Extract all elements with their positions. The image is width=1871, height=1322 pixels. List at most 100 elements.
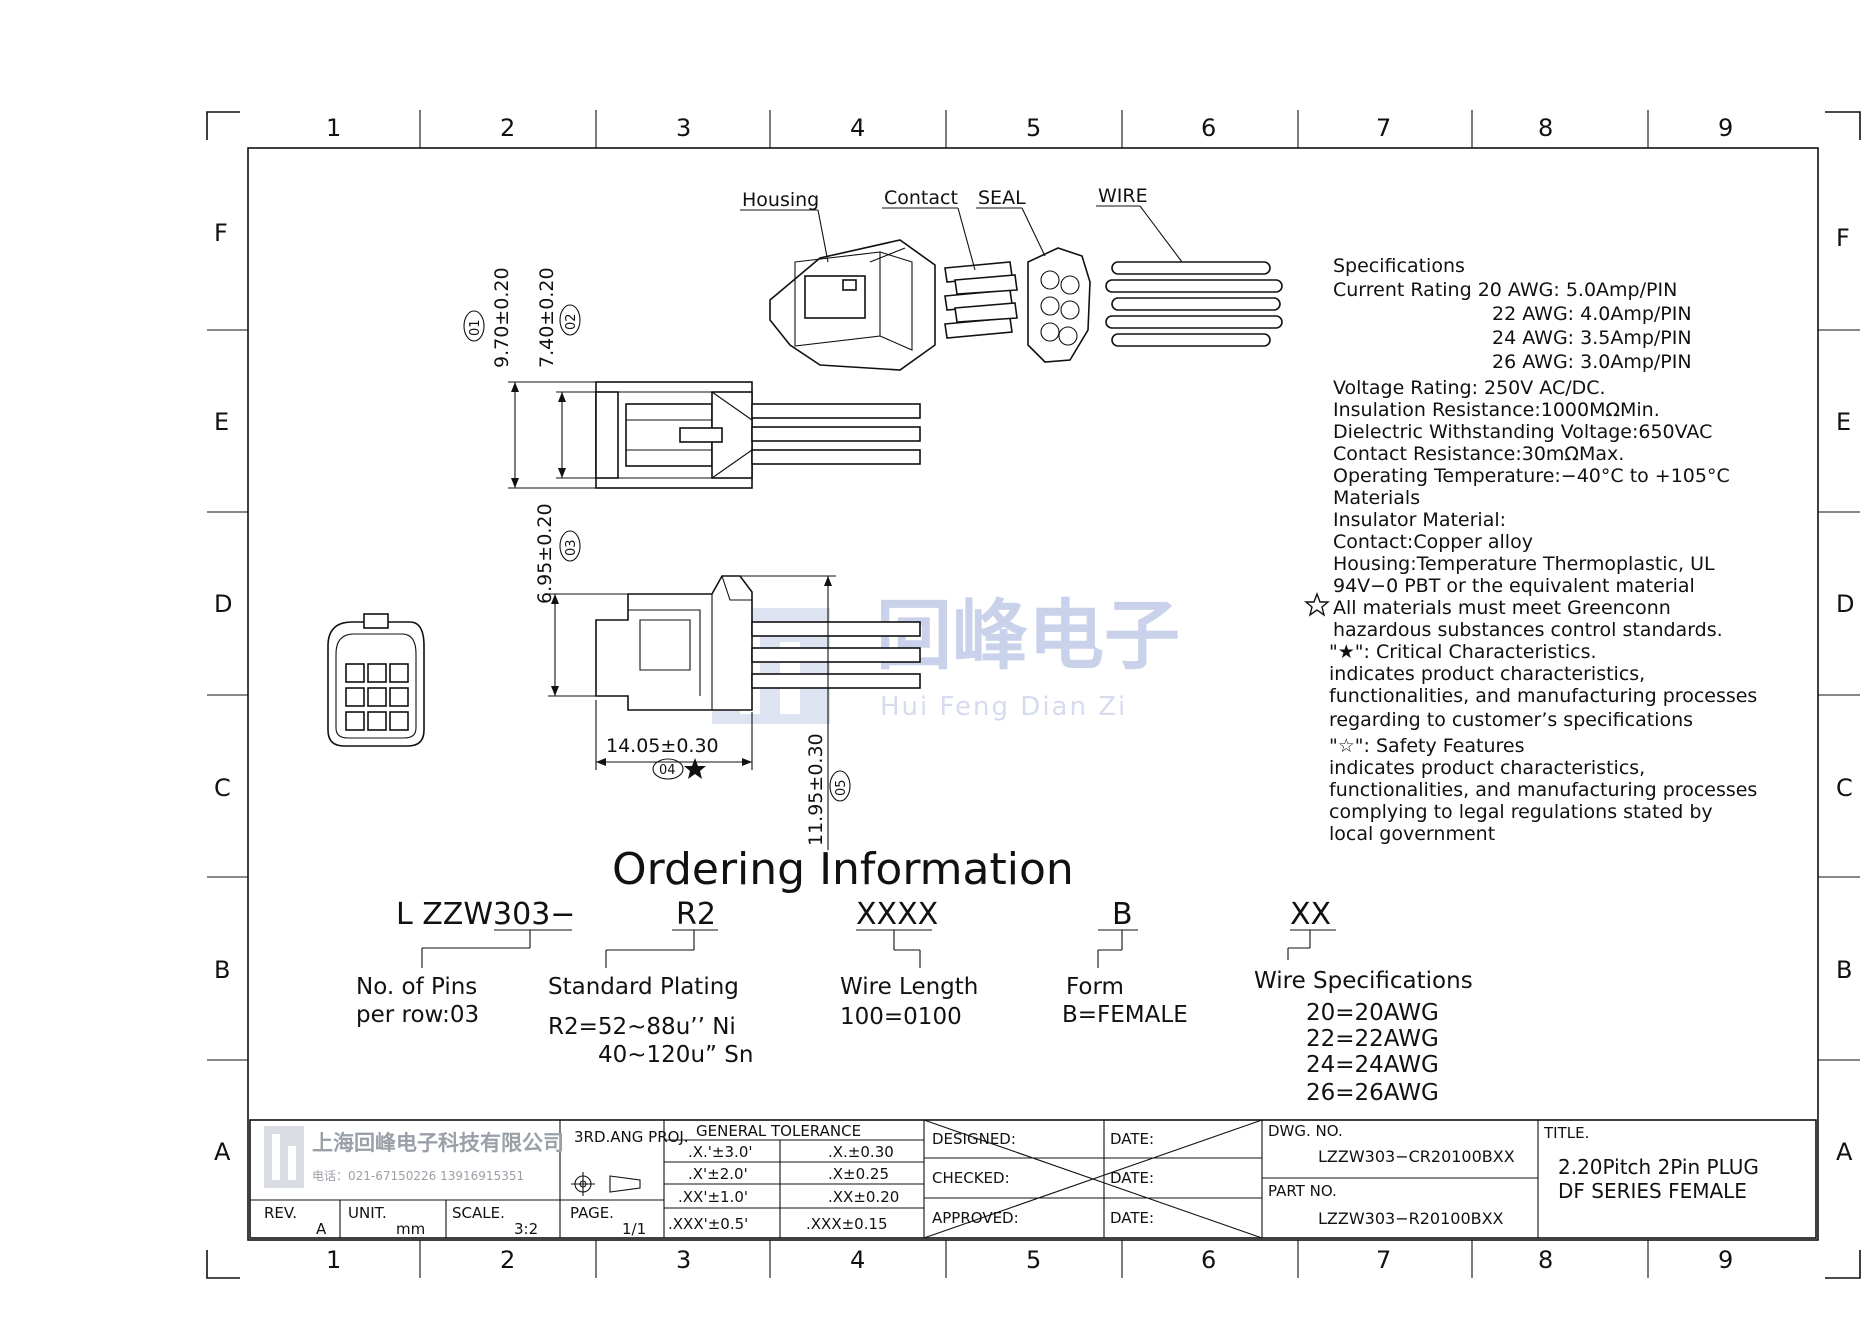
- spec-line: functionalities, and manufacturing proce…: [1329, 779, 1757, 801]
- zone-row-left-A: A: [214, 1138, 231, 1166]
- ordering-length-label: Wire Length: [840, 974, 978, 1000]
- zone-row-left-F: F: [214, 219, 228, 247]
- spec-line: All materials must meet Greenconn: [1333, 597, 1671, 619]
- zone-row-left-C: C: [214, 774, 231, 802]
- dim-04-id: 04: [659, 763, 676, 778]
- sheet-corner-marks: [206, 111, 1861, 1279]
- title-line-2: DF SERIES FEMALE: [1558, 1179, 1747, 1203]
- zone-col-top-3: 3: [676, 114, 691, 142]
- watermark-text: 回峰电子: [876, 591, 1180, 680]
- ordering-plating-label: Standard Plating: [548, 974, 739, 1000]
- zone-col-bottom-7: 7: [1376, 1246, 1391, 1274]
- spec-line: complying to legal regulations stated by: [1329, 801, 1713, 823]
- company-name: 上海回峰电子科技有限公司: [312, 1131, 564, 1155]
- spec-line: Materials: [1333, 487, 1420, 509]
- dim-03-value: 6.95±0.20: [534, 503, 556, 604]
- dim-03-id: 03: [564, 539, 579, 556]
- part-no-label: PART NO.: [1268, 1182, 1337, 1200]
- zone-col-bottom-6: 6: [1201, 1246, 1216, 1274]
- zone-col-bottom-1: 1: [326, 1246, 341, 1274]
- zone-col-top-8: 8: [1538, 114, 1553, 142]
- tolerance-title: GENERAL TOLERANCE: [696, 1122, 861, 1140]
- page-label: PAGE.: [570, 1204, 614, 1222]
- spec-line: Operating Temperature:−40°C to +105°C: [1333, 465, 1730, 487]
- spec-line: "★": Critical Characteristics.: [1329, 641, 1597, 663]
- checked-label: CHECKED:: [932, 1169, 1010, 1187]
- approved-label: APPROVED:: [932, 1209, 1019, 1227]
- top-view: [508, 381, 921, 489]
- designed-label: DESIGNED:: [932, 1130, 1016, 1148]
- exploded-view: [769, 239, 1283, 371]
- ordering-form-label: Form: [1066, 974, 1124, 1000]
- zone-row-left-B: B: [214, 956, 230, 984]
- tolerance-cell: .XXX'±0.5': [668, 1215, 748, 1233]
- zone-row-left-D: D: [214, 590, 232, 618]
- watermark-subtext: Hui Feng Dian Zi: [880, 692, 1127, 722]
- ordering-wire-code: XX: [1290, 897, 1331, 932]
- zone-row-left-E: E: [214, 408, 229, 436]
- rev-value: A: [316, 1220, 327, 1238]
- ordering-plating-code: R2: [676, 897, 716, 932]
- ordering-form-code: B: [1112, 897, 1133, 932]
- tolerance-cell: .XX±0.20: [828, 1188, 899, 1206]
- spec-line: hazardous substances control standards.: [1333, 619, 1723, 641]
- ordering-length-code: XXXX: [856, 897, 938, 932]
- dwg-no-label: DWG. NO.: [1268, 1122, 1343, 1140]
- dim-05-id: 05: [834, 779, 849, 796]
- dwg-no-value: LZZW303−CR20100BXX: [1318, 1147, 1515, 1166]
- tolerance-cell: .X±0.25: [828, 1165, 889, 1183]
- spec-line: 26 AWG: 3.0Amp/PIN: [1492, 351, 1692, 373]
- scale-value: 3:2: [514, 1220, 538, 1238]
- spec-line: functionalities, and manufacturing proce…: [1329, 685, 1757, 707]
- inner-border: [247, 147, 1819, 1241]
- callout-housing: Housing: [742, 189, 819, 211]
- spec-line: Dielectric Withstanding Voltage:650VAC: [1333, 421, 1712, 443]
- dim-05-value: 11.95±0.30: [805, 733, 827, 846]
- spec-line: 24 AWG: 3.5Amp/PIN: [1492, 327, 1692, 349]
- designed-date-label: DATE:: [1110, 1130, 1154, 1148]
- side-view: [548, 575, 921, 850]
- tolerance-cell: .X'±2.0': [688, 1165, 748, 1183]
- zone-col-top-6: 6: [1201, 114, 1216, 142]
- dim-02-id: 02: [564, 313, 579, 330]
- spec-line: Current Rating 20 AWG: 5.0Amp/PIN: [1333, 279, 1677, 301]
- ordering-pins-label: No. of Pins: [356, 974, 477, 1000]
- unit-value: mm: [396, 1220, 425, 1238]
- ordering-plating-value-1: R2=52~88u’’ Ni: [548, 1014, 736, 1040]
- front-view: [327, 613, 425, 747]
- ordering-pins-value: per row:03: [356, 1002, 479, 1028]
- spec-line: Contact:Copper alloy: [1333, 531, 1533, 553]
- tolerance-cell: .XX'±1.0': [678, 1188, 748, 1206]
- zone-col-bottom-9: 9: [1718, 1246, 1733, 1274]
- dim-02-value: 7.40±0.20: [536, 267, 558, 368]
- zone-col-top-2: 2: [500, 114, 515, 142]
- wires: [1105, 261, 1283, 347]
- zone-row-right-C: C: [1836, 774, 1853, 802]
- zone-col-top-1: 1: [326, 114, 341, 142]
- unit-label: UNIT.: [348, 1204, 387, 1222]
- approved-date-label: DATE:: [1110, 1209, 1154, 1227]
- zone-col-top-9: 9: [1718, 114, 1733, 142]
- zone-col-bottom-8: 8: [1538, 1246, 1553, 1274]
- spec-line: Housing:Temperature Thermoplastic, UL: [1333, 553, 1715, 575]
- spec-line: indicates product characteristics,: [1329, 663, 1645, 685]
- zone-col-bottom-2: 2: [500, 1246, 515, 1274]
- title-block: 上海回峰电子科技有限公司 电话：021-67150226 13916915351…: [249, 1119, 1817, 1239]
- safety-star-icon: [1304, 592, 1330, 617]
- zone-row-right-E: E: [1836, 408, 1851, 436]
- zone-row-right-A: A: [1836, 1138, 1853, 1166]
- ordering-wire-value: 26=26AWG: [1306, 1080, 1439, 1106]
- ordering-wire-value: 20=20AWG: [1306, 1000, 1439, 1026]
- spec-line: local government: [1329, 823, 1495, 845]
- callout-contact: Contact: [884, 187, 958, 209]
- spec-line: Specifications: [1333, 255, 1465, 277]
- title-line-1: 2.20Pitch 2Pin PLUG: [1558, 1155, 1759, 1179]
- zone-col-top-5: 5: [1026, 114, 1041, 142]
- dim-04-value: 14.05±0.30: [606, 735, 719, 757]
- zone-labels: 1 2 3 4 5 6 7 8 9 1 2 3 4 5 6 7 8 9 F E …: [214, 114, 1854, 1274]
- zone-row-right-B: B: [1836, 956, 1852, 984]
- zone-col-bottom-5: 5: [1026, 1246, 1041, 1274]
- company-logo: [264, 1126, 304, 1188]
- ordering-wire-value: 22=22AWG: [1306, 1026, 1439, 1052]
